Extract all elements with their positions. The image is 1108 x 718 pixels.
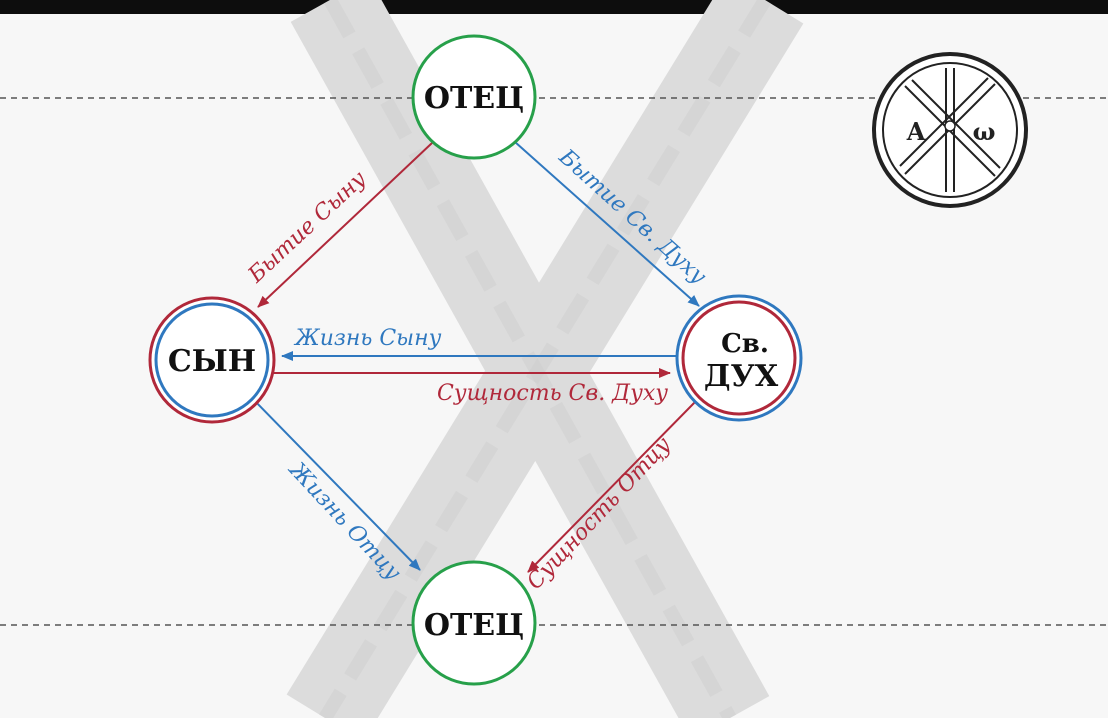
arrow-son-to-father	[251, 397, 421, 571]
label-son-to-spirit: Сущность Св. Духу	[437, 381, 668, 406]
background-cross	[286, 0, 804, 718]
node-holy-spirit: Св. ДУХ	[675, 294, 803, 422]
node-holy-spirit-label-line2: ДУХ	[704, 359, 779, 394]
node-holy-spirit-label-line1: Св.	[721, 329, 769, 359]
arrow-spirit-to-father	[527, 399, 698, 573]
arrow-father-to-son	[257, 142, 433, 308]
node-son: СЫН	[148, 296, 276, 424]
node-father-top-label: ОТЕЦ	[424, 81, 524, 116]
node-father-bottom-label: ОТЕЦ	[424, 608, 524, 643]
emblem-alpha: A	[906, 117, 926, 146]
arrow-father-to-spirit	[514, 141, 700, 307]
label-spirit-to-son: Жизнь Сыну	[293, 326, 442, 351]
node-father-bottom: ОТЕЦ	[411, 560, 537, 686]
emblem-omega: ω	[973, 117, 996, 146]
label-father-to-son: Бытие Сыну	[243, 166, 371, 288]
node-son-label: СЫН	[168, 344, 256, 379]
node-father-top: ОТЕЦ	[411, 34, 537, 160]
label-son-to-father: Жизнь Отцу	[283, 456, 406, 585]
top-black-bar	[0, 0, 1108, 14]
chi-rho-alpha-omega-seal-icon: A ω	[872, 52, 1028, 208]
